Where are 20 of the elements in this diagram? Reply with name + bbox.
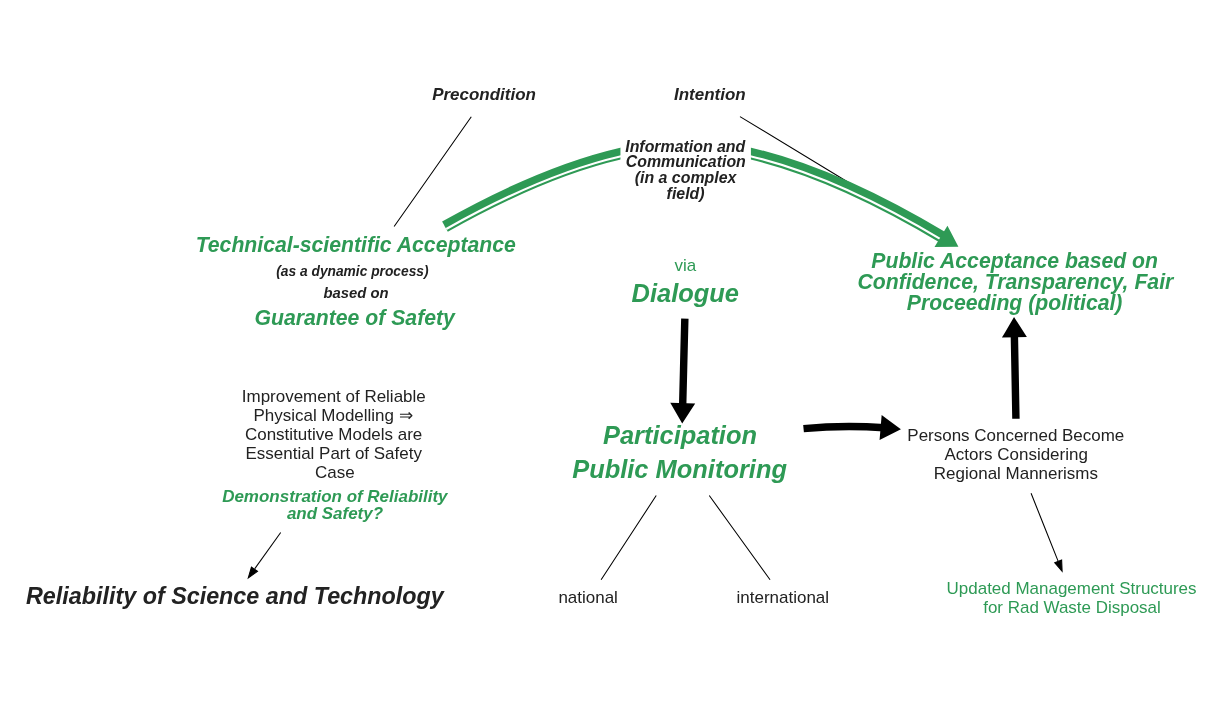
- node-text: Reliability of Science and Technology: [25, 582, 444, 609]
- node-text: Public Acceptance based on Confidence, Transparency, Fair Proceeding (political): [857, 248, 1173, 314]
- node-text: international: [736, 587, 829, 607]
- node-text: national: [557, 587, 618, 607]
- node-text: Persons Concerned Become Actors Considering Regional Mannerisms: [906, 425, 1124, 483]
- node-text: Improvement of Reliable Physical Modelling ⇒ Constitutive Models are Essential Part of Safety Case Demonstration of Reliability and Safety?: [221, 386, 448, 523]
- arrow: [246, 531, 281, 579]
- node-text: via Dialogue: [631, 255, 739, 307]
- arrow: [1030, 492, 1063, 573]
- node-text: Intention: [673, 84, 746, 104]
- node-text: Participation Public Monitoring: [571, 420, 787, 483]
- connector: [600, 494, 657, 580]
- node-text: Technical-scientific Acceptance (as a dynamic process) based on Guarantee of Safety: [195, 232, 516, 329]
- arrow: [1001, 316, 1027, 419]
- edge-label: Information and Communication (in a complex field): [624, 137, 746, 202]
- connector: [708, 494, 771, 580]
- connector: [393, 115, 472, 227]
- arrow: [802, 414, 901, 440]
- node-text: Updated Management Structures for Rad Waste Disposal: [946, 578, 1197, 617]
- node-text: Precondition: [431, 84, 536, 104]
